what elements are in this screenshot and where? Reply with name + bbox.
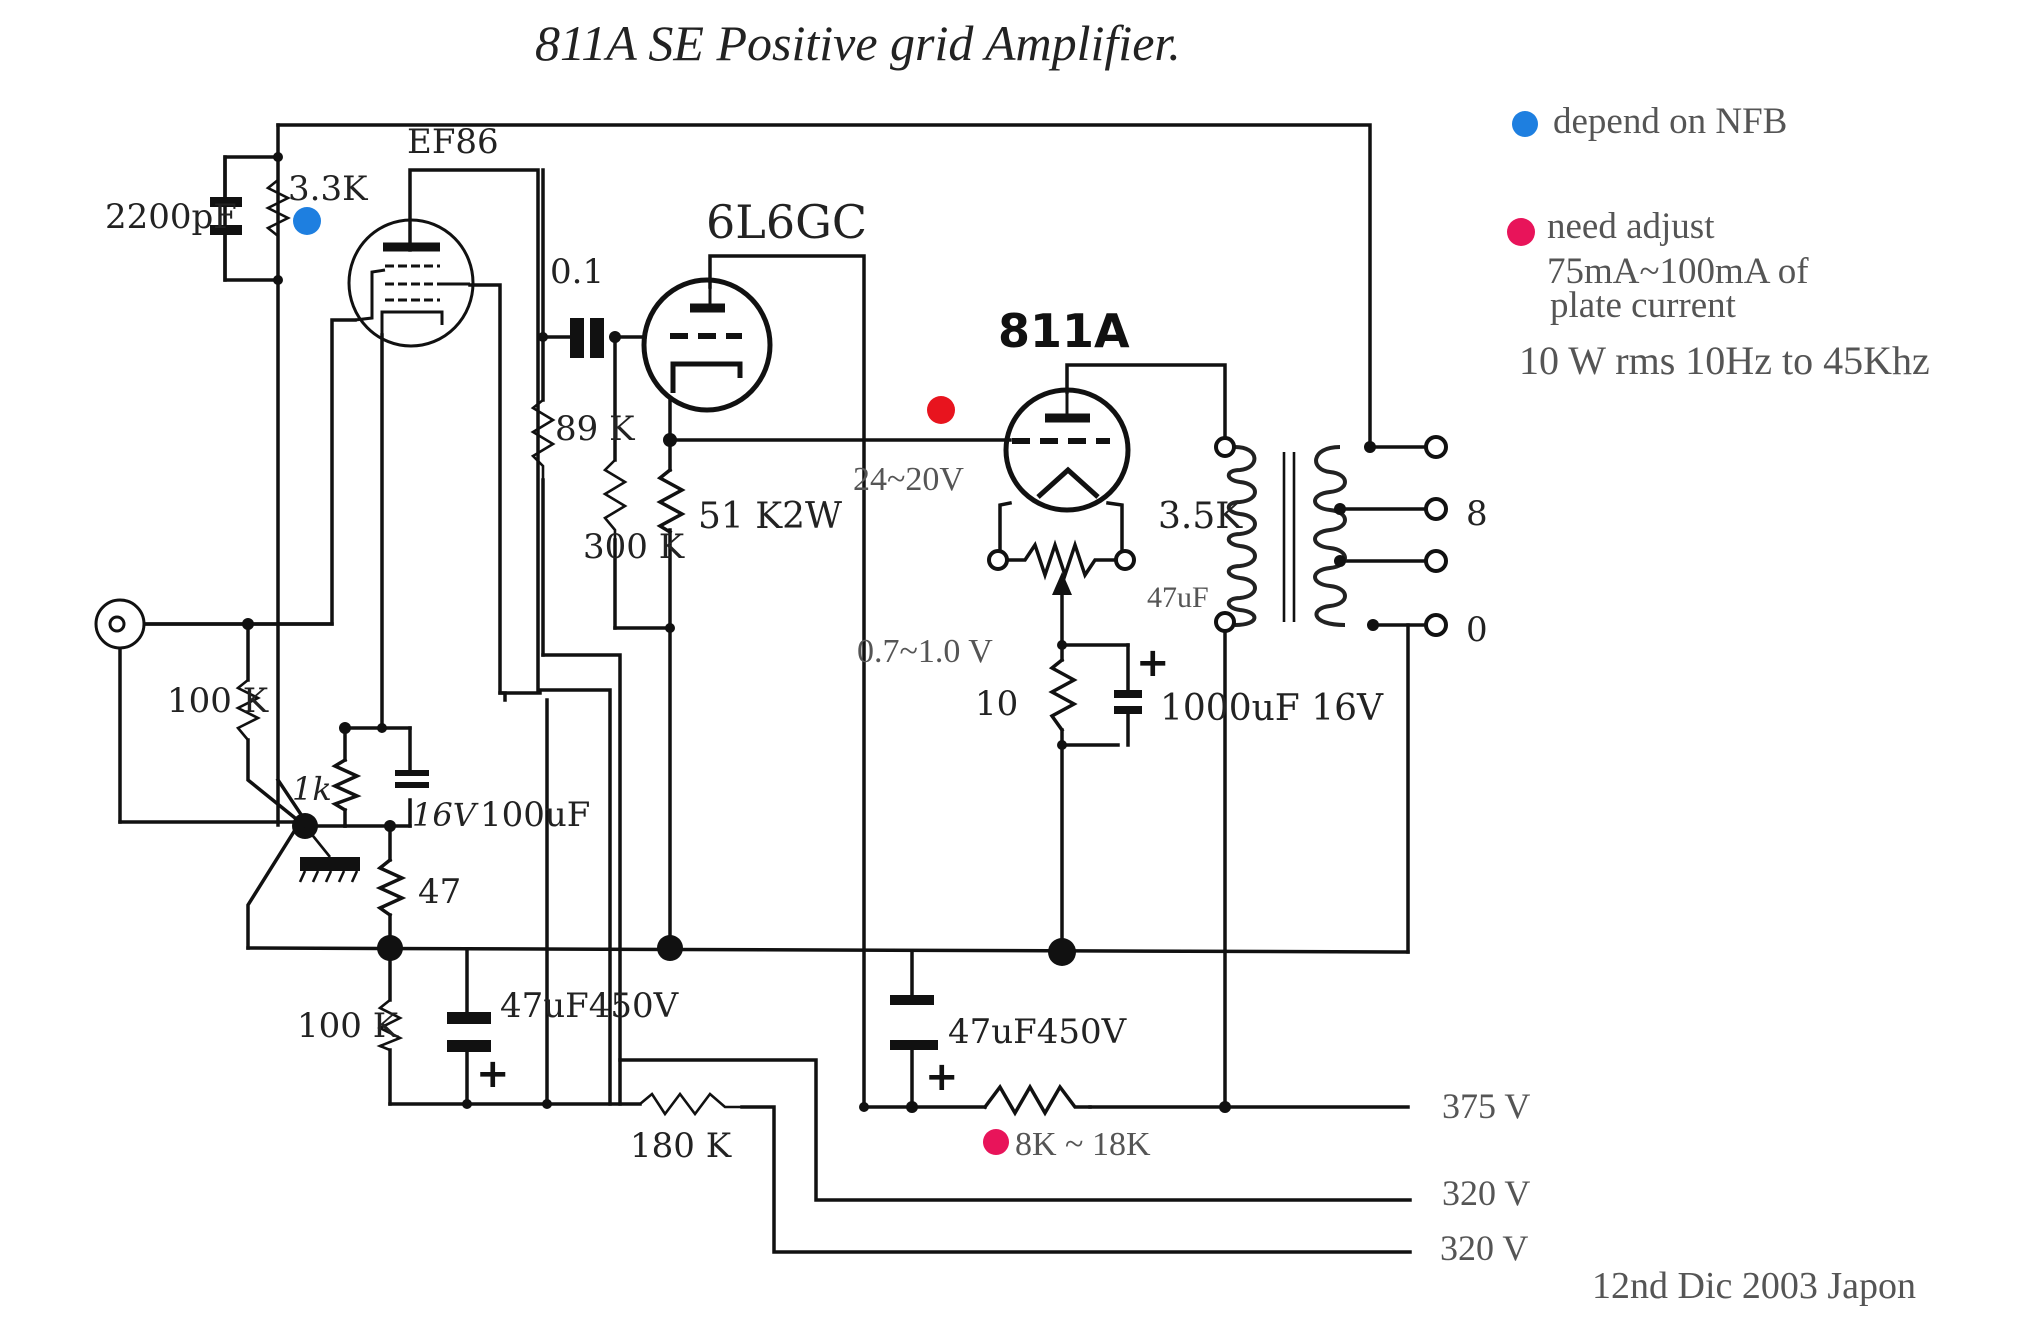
resistor-89k (530, 398, 556, 480)
spec-text: 10 W rms 10Hz to 45Khz (1519, 338, 1930, 383)
capacitor-47uf-b-plate-top (890, 995, 934, 1005)
label-grid-voltage: 24~20V (853, 461, 964, 498)
terminal-out-top (1424, 435, 1448, 459)
label-tap-0: 0 (1466, 610, 1488, 650)
legend-adjust-plate: plate current (1550, 285, 1737, 326)
tube-6l6gc (641, 277, 773, 413)
component-labels: EF86 6L6GC 811A 2200pF 3.3K 0.1 89 K 300… (105, 122, 1488, 1166)
resistor-180k (639, 1091, 742, 1117)
resistor-100k-supply (376, 998, 404, 1052)
label-300k: 300 K (583, 527, 685, 567)
capacitor-1000uf-plate-bottom (1114, 706, 1142, 714)
potentiometer-wiper-arrow (1052, 572, 1072, 595)
label-51k: 51 K2W (698, 496, 842, 537)
wiring (118, 123, 1430, 1254)
capacitor-1000uf-plate-top (1114, 690, 1142, 698)
plus-sign-1000uf: + (1136, 640, 1170, 686)
label-2200pf: 2200pF (105, 197, 237, 237)
resistor-47 (375, 857, 407, 918)
potentiometer-filament (998, 539, 1124, 581)
resistor-100k-input (235, 678, 261, 741)
label-47uf-a: 47uF450V (500, 986, 680, 1026)
capacitor-100uf-plate-a (395, 770, 429, 776)
label-100k-input: 100 K (167, 681, 269, 721)
terminal-filament-right (1114, 549, 1136, 571)
label-10: 10 (975, 684, 1018, 724)
legend-adjust-current: 75mA~100mA of (1547, 251, 1809, 292)
resistor-3k3 (265, 178, 291, 238)
supply-375v: 375 V (1442, 1086, 1530, 1126)
supply-labels: 375 V 320 V 320 V (1440, 1086, 1530, 1268)
terminal-ot-primary-top (1214, 436, 1236, 458)
resistors (235, 178, 1124, 1117)
resistor-300k (602, 459, 628, 540)
supply-320v-a: 320 V (1442, 1173, 1530, 1213)
tube-ef86 (347, 218, 475, 348)
legend-adjust-dot (1507, 218, 1535, 246)
resistor-8k-18k (982, 1083, 1092, 1117)
input-jack-inner (108, 615, 126, 633)
plus-sign-47uf-a: + (476, 1051, 510, 1097)
label-3k3: 3.3K (288, 169, 368, 209)
capacitor-100uf-plate-b (395, 782, 429, 788)
label-bias-voltage: 0.7~1.0 V (857, 633, 993, 670)
terminal-out-mid (1424, 549, 1448, 573)
capacitor-47uf-b-plate-bottom (890, 1040, 938, 1050)
label-ef86: EF86 (407, 122, 499, 162)
resistor-10 (1048, 657, 1078, 733)
label-811a: 811A (998, 304, 1130, 358)
legend-nfb-text: depend on NFB (1553, 101, 1787, 142)
resistor-51k (656, 467, 686, 535)
label-100k-supply: 100 K (297, 1006, 399, 1046)
label-tap-8: 8 (1466, 494, 1488, 534)
label-3k5: 3.5K (1158, 496, 1243, 537)
label-1000uf: 1000uF 16V (1160, 688, 1384, 729)
label-100uf: 100uF (480, 795, 590, 835)
capacitors: + + + (210, 155, 1170, 1100)
resistor-1k (330, 757, 362, 813)
diagram-title: 811A SE Positive grid Amplifier. (535, 15, 1181, 71)
label-1k: 1k (292, 770, 332, 808)
capacitor-2200pf-plate-top (210, 197, 242, 207)
terminal-out-8 (1424, 497, 1448, 521)
junctions (242, 152, 1379, 1113)
legend-adjust-text: need adjust (1547, 206, 1715, 247)
terminals (94, 435, 1448, 650)
capacitor-0-1-plate-a (570, 318, 584, 358)
terminal-ot-primary-bottom (1214, 611, 1236, 633)
terminal-filament-left (987, 549, 1009, 571)
ground-symbol (298, 825, 360, 883)
capacitor-0-1-plate-b (590, 318, 604, 358)
capacitor-47uf-a-plate-bottom (447, 1040, 491, 1052)
output-transformer (1226, 445, 1347, 627)
label-89k: 89 K (555, 409, 635, 449)
legend-nfb-dot (1512, 111, 1538, 137)
label-0-1: 0.1 (550, 252, 604, 292)
label-8k-18k: 8K ~ 18K (1015, 1126, 1151, 1163)
legend: depend on NFB need adjust 75mA~100mA of … (1507, 101, 1930, 383)
label-47: 47 (418, 872, 461, 912)
label-16v: 16V (412, 796, 479, 834)
label-6l6gc: 6L6GC (706, 195, 867, 249)
label-47uf-partial: 47uF (1147, 581, 1209, 614)
supply-320v-b: 320 V (1440, 1228, 1528, 1268)
marker-adjust-grid (927, 396, 955, 424)
marker-adjust-8k-18k (983, 1129, 1009, 1155)
marker-nfb-3k3 (293, 207, 321, 235)
capacitor-2200pf-plate-bottom (210, 225, 242, 235)
tube-811a (1003, 387, 1131, 513)
label-180k: 180 K (630, 1126, 732, 1166)
terminal-out-0 (1424, 613, 1448, 637)
footer-date: 12nd Dic 2003 Japon (1592, 1265, 1916, 1307)
plus-sign-47uf-b: + (925, 1054, 959, 1100)
capacitor-47uf-a-plate-top (447, 1012, 491, 1024)
label-47uf-b: 47uF450V (948, 1012, 1128, 1052)
